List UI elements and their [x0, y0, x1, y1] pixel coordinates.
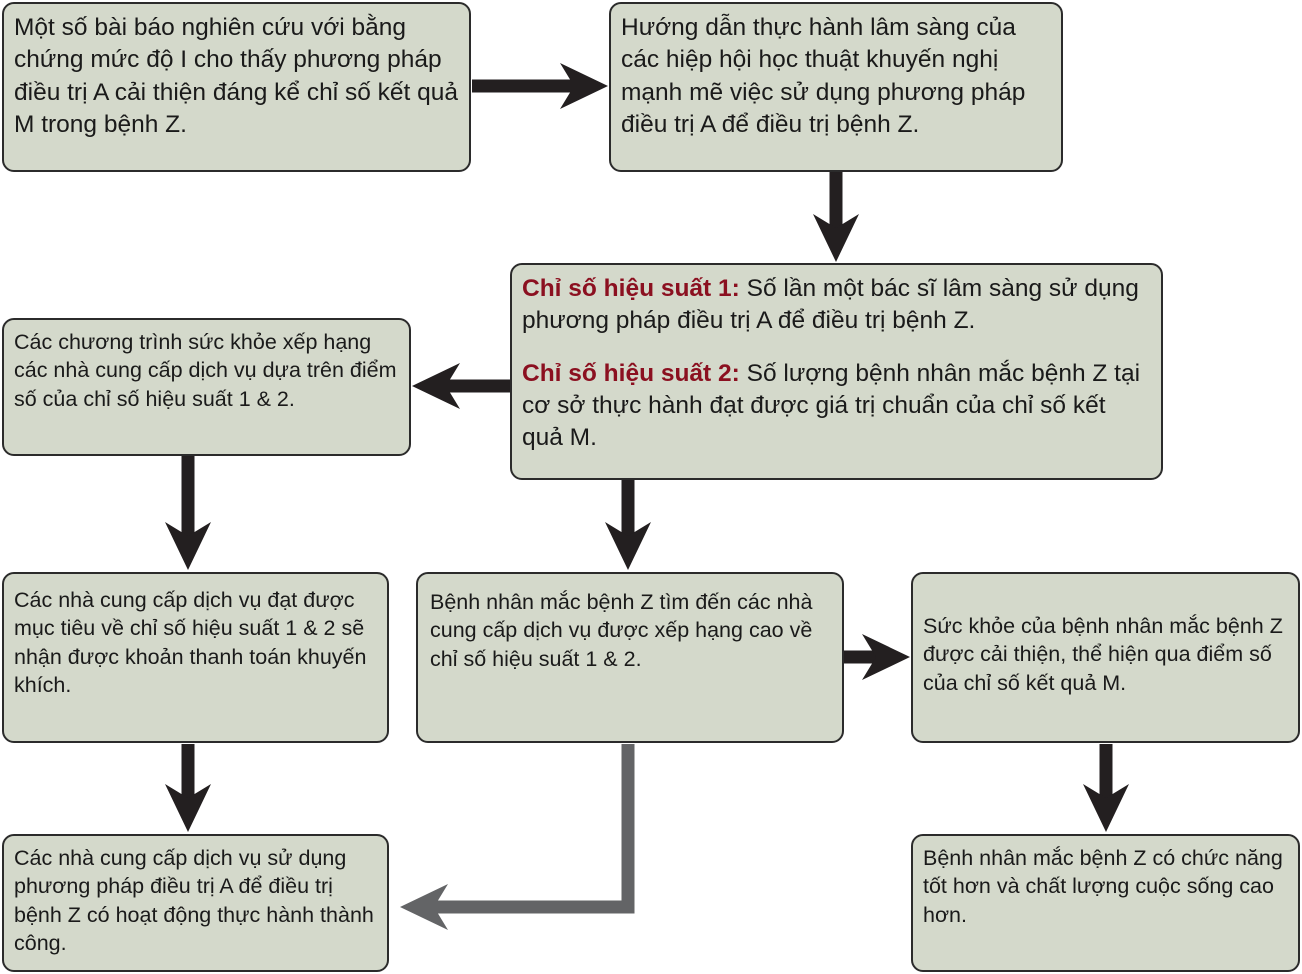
arrow-incentives-to-success [165, 744, 211, 832]
node-better-function: Bệnh nhân mắc bệnh Z có chức năng tốt hơ… [911, 834, 1300, 972]
arrow-guidelines-to-metrics-head [813, 214, 859, 262]
node-performance-metrics: Chỉ số hiệu suất 1: Số lần một bác sĩ lâ… [510, 263, 1163, 480]
node-patients-seek: Bệnh nhân mắc bệnh Z tìm đến các nhà cun… [416, 572, 844, 743]
node-evidence: Một số bài báo nghiên cứu với bằng chứng… [2, 2, 471, 172]
metric-2: Chỉ số hiệu suất 2: Số lượng bệnh nhân m… [522, 358, 1151, 455]
node-health-improved: Sức khỏe của bệnh nhân mắc bệnh Z được c… [911, 572, 1300, 743]
arrow-patients-to-health-head [862, 634, 910, 680]
metric-2-text: Số lượng bệnh nhân mắc bệnh Z tại cơ sở … [522, 359, 1141, 452]
arrow-guidelines-to-metrics [813, 172, 859, 262]
node-success: Các nhà cung cấp dịch vụ sử dụng phương … [2, 834, 389, 972]
arrow-metrics-to-patients-head [605, 522, 651, 570]
arrow-incentives-to-success-head [165, 784, 211, 832]
arrow-evidence-to-guidelines-head [560, 63, 608, 109]
arrow-patients-to-success-head [400, 884, 448, 930]
arrow-metrics-to-patients [605, 480, 651, 570]
arrow-patients-to-health [844, 634, 910, 680]
metric-1-text: Số lần một bác sĩ lâm sàng sử dụng phươn… [522, 275, 1139, 335]
node-guidelines: Hướng dẫn thực hành lâm sàng của các hiệ… [609, 2, 1063, 172]
metric-2-label: Chỉ số hiệu suất 2: [522, 359, 740, 387]
metric-1: Chỉ số hiệu suất 1: Số lần một bác sĩ lâ… [522, 273, 1151, 338]
arrow-evidence-to-guidelines [472, 63, 608, 109]
arrow-health-to-function [1083, 744, 1129, 832]
node-rankings: Các chương trình sức khỏe xếp hạng các n… [2, 318, 411, 456]
arrow-rankings-to-incentives [165, 456, 211, 570]
arrow-patients-to-success [400, 744, 635, 930]
metric-1-label: Chỉ số hiệu suất 1: [522, 275, 740, 302]
arrow-rankings-to-incentives-head [165, 522, 211, 570]
node-incentives: Các nhà cung cấp dịch vụ đạt được mục ti… [2, 572, 389, 743]
arrow-metrics-to-rankings-head [412, 363, 460, 409]
arrow-health-to-function-head [1083, 784, 1129, 832]
arrow-patients-to-success-shaft [434, 744, 635, 914]
arrow-metrics-to-rankings [412, 363, 510, 409]
